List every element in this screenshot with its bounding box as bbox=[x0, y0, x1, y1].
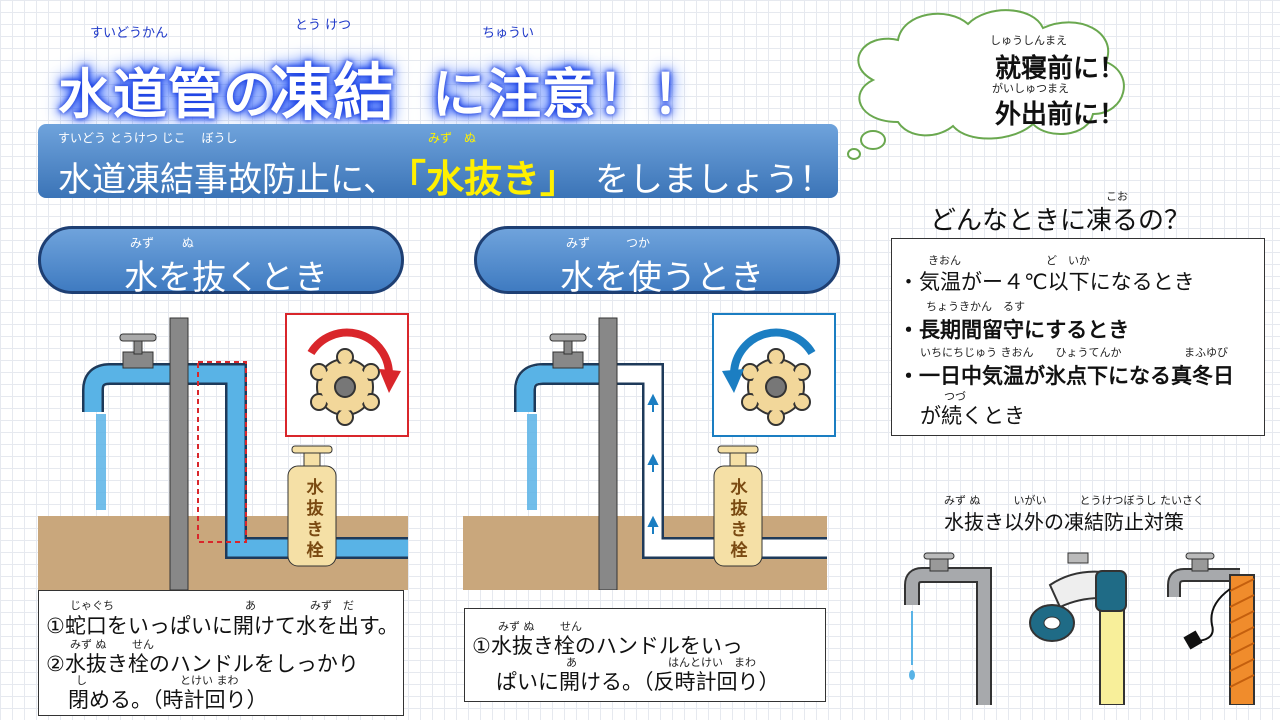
banner-text-2: をしましょう！ bbox=[595, 160, 833, 200]
other-measures-illustration bbox=[904, 552, 1255, 705]
pill-use-text: 水を使うとき bbox=[560, 258, 764, 298]
use-ruby-1b: あ bbox=[566, 656, 577, 669]
drain-illustration bbox=[38, 317, 408, 590]
drain-step-2a: ②水抜き栓のハンドルをしっかり bbox=[46, 652, 359, 676]
pill-drain-ruby: みず ぬ bbox=[130, 236, 194, 250]
drain-ruby-1c: みず だ bbox=[310, 599, 354, 612]
other-title: 水抜き以外の凍結防止対策 bbox=[944, 510, 1184, 534]
drain-ruby-2a: みず ぬ せん bbox=[70, 638, 154, 651]
freeze-item-3b: が続くとき bbox=[920, 404, 1025, 428]
cloud-ruby-2: がいしゅつまえ bbox=[992, 82, 1069, 95]
banner-ruby-mid: みず ぬ bbox=[428, 131, 477, 145]
cloud-line-1: 就寝前に！ bbox=[995, 54, 1126, 84]
drain-ruby-2c: とけい まわ bbox=[180, 674, 239, 687]
freeze-ruby-3a: いちにちじゅう きおん ひょうてんか bbox=[920, 346, 1122, 359]
drain-ruby-1a: じゃぐち bbox=[70, 599, 114, 612]
drain-valve-label: 水抜き栓 bbox=[306, 478, 324, 561]
use-step-1b: ぱいに開ける。（反時計回り） bbox=[496, 670, 780, 694]
pill-drain-text: 水を抜くとき bbox=[124, 258, 328, 298]
drain-step-2b: 閉める。（時計回り） bbox=[68, 688, 268, 712]
pill-drain bbox=[38, 226, 404, 294]
freeze-ruby-3b: まふゆび bbox=[1184, 346, 1228, 359]
insulated-faucet-icon bbox=[1029, 552, 1127, 705]
open-valve-icon bbox=[712, 313, 836, 437]
freeze-title: どんなときに凍るの？ bbox=[930, 206, 1191, 236]
freeze-ruby-3c: つづ bbox=[944, 390, 966, 403]
use-instructions-box bbox=[464, 608, 826, 702]
title-part-1: 水道管の bbox=[58, 63, 278, 126]
banner-text-1: 水道凍結事故防止に、 bbox=[58, 160, 397, 200]
heater-faucet-icon bbox=[1167, 552, 1255, 705]
drain-step-1: ①蛇口をいっぱいに開けて水を出す。 bbox=[46, 614, 399, 638]
banner bbox=[38, 124, 838, 198]
banner-highlight: 「水抜き」 bbox=[388, 157, 579, 201]
use-ruby-1c: はんとけい まわ bbox=[668, 656, 756, 669]
drain-ruby-2b: し bbox=[76, 674, 87, 687]
title-part-3: に注意！！ bbox=[432, 63, 707, 126]
pill-use-ruby: みず つか bbox=[566, 236, 651, 250]
freeze-conditions-box bbox=[891, 238, 1265, 436]
close-valve-icon bbox=[285, 313, 409, 437]
title-ruby-2: とう けつ bbox=[295, 18, 352, 33]
use-illustration bbox=[463, 317, 827, 590]
freeze-ruby-2: ちょうきかん るす bbox=[926, 300, 1025, 313]
title-ruby-1: すいどうかん bbox=[90, 26, 169, 41]
other-title-ruby: みず ぬ いがい とうけつぼうし たいさく bbox=[944, 494, 1204, 507]
use-valve-label: 水抜き栓 bbox=[730, 478, 748, 561]
title-ruby-3: ちゅうい bbox=[482, 26, 535, 41]
freeze-item-2: ・長期間留守にするとき bbox=[898, 318, 1130, 342]
use-ruby-1a: みず ぬ せん bbox=[498, 620, 582, 633]
drain-instructions-box bbox=[38, 590, 404, 716]
thought-cloud-icon bbox=[847, 9, 1125, 160]
freeze-ruby-1b: ど いか bbox=[1046, 254, 1090, 267]
use-step-1a: ①水抜き栓のハンドルをいっ bbox=[472, 634, 743, 658]
drip-faucet-icon bbox=[904, 552, 992, 705]
freeze-item-3: ・一日中気温が氷点下になる真冬日 bbox=[898, 364, 1234, 388]
freeze-item-1: ・気温がー４℃以下になるとき bbox=[898, 270, 1195, 294]
title-part-2: 凍結 bbox=[270, 56, 397, 129]
pill-use bbox=[474, 226, 840, 294]
banner-ruby-left: すいどう とうけつ じこ ぼうし bbox=[58, 131, 238, 145]
cloud-line-2: 外出前に！ bbox=[995, 100, 1126, 130]
drain-ruby-1b: あ bbox=[245, 599, 256, 612]
freeze-title-ruby: こお bbox=[1106, 190, 1128, 203]
cloud-ruby-1: しゅうしんまえ bbox=[990, 34, 1067, 47]
freeze-ruby-1a: きおん bbox=[928, 254, 961, 267]
